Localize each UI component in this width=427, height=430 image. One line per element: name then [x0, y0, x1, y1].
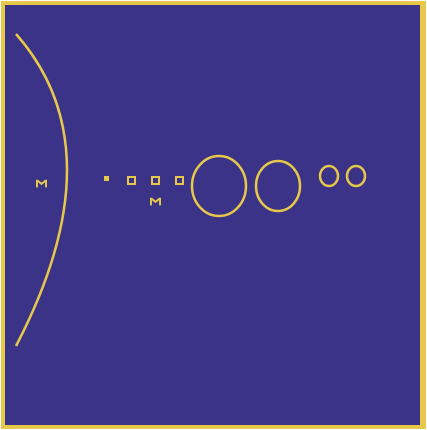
mercury-icon[interactable] — [104, 176, 109, 181]
earth-label: Σ — [147, 197, 162, 206]
edge-highlight — [420, 3, 424, 427]
sun-label: Σ — [33, 179, 48, 188]
